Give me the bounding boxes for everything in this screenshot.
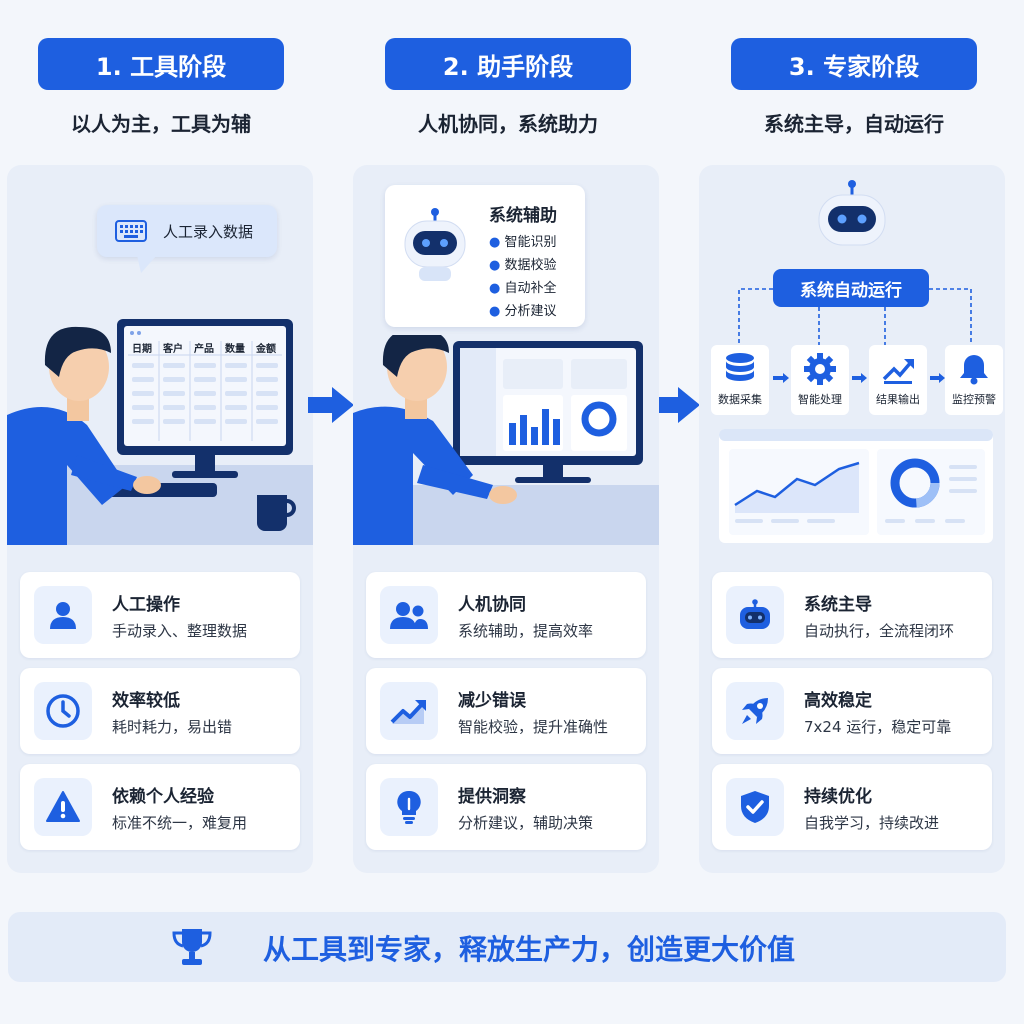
- flow-label: 结果输出: [876, 393, 920, 406]
- flow-step-process: 智能处理: [791, 345, 849, 415]
- card-title: 提供洞察: [458, 787, 526, 807]
- arrow-right-icon: [654, 387, 700, 423]
- flow-step-monitor: 监控预警: [945, 345, 1003, 415]
- arrow-right-icon: [308, 387, 354, 423]
- table-header-product: 产品: [194, 342, 214, 355]
- gear-icon: [804, 353, 836, 385]
- check-icon: ●: [489, 281, 501, 296]
- users-icon: [380, 586, 438, 644]
- card-desc: 自动执行，全流程闭环: [804, 622, 955, 640]
- panel-item: ● 数据校验: [489, 258, 557, 273]
- stage-2-subtitle: 人机协同，系统助力: [418, 112, 598, 136]
- stage-3-subtitle: 系统主导，自动运行: [764, 112, 944, 136]
- card-desc: 智能校验，提升准确性: [458, 718, 609, 736]
- shield-check-icon: [726, 778, 784, 836]
- card-title: 减少错误: [458, 691, 526, 711]
- flow-label: 监控预警: [952, 393, 996, 406]
- stage-1-card-1: 人工操作 手动录入、整理数据: [20, 572, 300, 658]
- chart-up-icon: [882, 359, 914, 384]
- lightbulb-icon: [380, 778, 438, 836]
- card-desc: 自我学习，持续改进: [804, 814, 940, 832]
- warning-icon: [34, 778, 92, 836]
- trophy-icon: [172, 929, 212, 965]
- analytics-dashboard: [719, 429, 993, 543]
- stage-3-label: 3. 专家阶段: [731, 38, 977, 90]
- dashboard-monitor: [353, 335, 659, 545]
- stage-2-card-1: 人机协同 系统辅助，提高效率: [366, 572, 646, 658]
- stage-2-label: 2. 助手阶段: [385, 38, 631, 90]
- stage-1-illustration: 人工录入数据 日期 客户 产品: [7, 165, 313, 545]
- card-desc: 分析建议，辅助决策: [458, 814, 594, 832]
- panel-item: ● 智能识别: [489, 235, 557, 250]
- card-desc: 7x24 运行，稳定可靠: [804, 718, 952, 736]
- stage-3-illustration: 系统自动运行 数据采集 智能处理 结果输出 监控预警: [699, 165, 1005, 545]
- robot-icon: [726, 586, 784, 644]
- flow-arrows: [773, 373, 945, 383]
- robot-icon: [818, 180, 886, 246]
- system-assist-panel: 系统辅助 ● 智能识别 ● 数据校验 ● 自动补全 ● 分析建议: [385, 185, 585, 327]
- card-title: 人工操作: [112, 595, 180, 615]
- table-header-customer: 客户: [162, 342, 183, 355]
- stage-2-column: 系统辅助 ● 智能识别 ● 数据校验 ● 自动补全 ● 分析建议: [353, 165, 659, 873]
- card-desc: 系统辅助，提高效率: [458, 622, 594, 640]
- banner-text: 从工具到专家，释放生产力，创造更大价值: [263, 933, 796, 966]
- card-title: 依赖个人经验: [112, 787, 214, 807]
- bottom-banner: 从工具到专家，释放生产力，创造更大价值: [8, 912, 1006, 982]
- stage-2-illustration: 系统辅助 ● 智能识别 ● 数据校验 ● 自动补全 ● 分析建议: [353, 165, 659, 545]
- stage-3-card-2: 高效稳定 7x24 运行，稳定可靠: [712, 668, 992, 754]
- flow-connectors: [738, 288, 972, 345]
- rocket-icon: [726, 682, 784, 740]
- bubble-text: 人工录入数据: [163, 223, 254, 241]
- stage-3-card-3: 持续优化 自我学习，持续改进: [712, 764, 992, 850]
- check-icon: ●: [489, 235, 501, 250]
- clock-icon: [34, 682, 92, 740]
- flow-label: 数据采集: [718, 393, 762, 406]
- keyboard-icon: [115, 220, 147, 246]
- spreadsheet-monitor: 日期 客户 产品 数量 金额: [7, 319, 313, 545]
- table-header-amount: 金额: [255, 342, 276, 355]
- stage-1-subtitle: 以人为主，工具为辅: [71, 112, 251, 136]
- check-icon: ●: [489, 258, 501, 273]
- bell-icon: [960, 355, 988, 385]
- flow-step-output: 结果输出: [869, 345, 927, 415]
- table-header-quantity: 数量: [225, 342, 245, 355]
- card-title: 效率较低: [112, 691, 180, 711]
- auto-run-label: 系统自动运行: [773, 269, 929, 307]
- stage-3-card-1: 系统主导 自动执行，全流程闭环: [712, 572, 992, 658]
- card-title: 人机协同: [458, 595, 526, 615]
- manual-entry-bubble: 人工录入数据: [97, 205, 277, 273]
- stage-1-column: 人工录入数据 日期 客户 产品: [7, 165, 313, 873]
- robot-icon: [404, 208, 466, 281]
- panel-item: ● 分析建议: [489, 304, 557, 319]
- flow-label: 智能处理: [798, 393, 842, 406]
- user-icon: [34, 586, 92, 644]
- card-title: 系统主导: [804, 595, 872, 615]
- check-icon: ●: [489, 304, 501, 319]
- panel-item: ● 自动补全: [489, 281, 557, 296]
- card-desc: 标准不统一，难复用: [112, 814, 248, 832]
- stage-1-label: 1. 工具阶段: [38, 38, 284, 90]
- database-icon: [726, 353, 754, 381]
- stage-1-card-2: 效率较低 耗时耗力，易出错: [20, 668, 300, 754]
- table-header-date: 日期: [132, 342, 152, 355]
- panel-title: 系统辅助: [489, 206, 557, 226]
- stage-1-card-3: 依赖个人经验 标准不统一，难复用: [20, 764, 300, 850]
- stage-2-card-2: 减少错误 智能校验，提升准确性: [366, 668, 646, 754]
- stage-2-card-3: 提供洞察 分析建议，辅助决策: [366, 764, 646, 850]
- trend-up-icon: [380, 682, 438, 740]
- card-desc: 耗时耗力，易出错: [112, 718, 233, 736]
- card-title: 高效稳定: [804, 691, 872, 711]
- stage-3-column: 系统自动运行 数据采集 智能处理 结果输出 监控预警: [699, 165, 1005, 873]
- card-desc: 手动录入、整理数据: [112, 622, 248, 640]
- card-title: 持续优化: [804, 787, 872, 807]
- flow-step-collect: 数据采集: [711, 345, 769, 415]
